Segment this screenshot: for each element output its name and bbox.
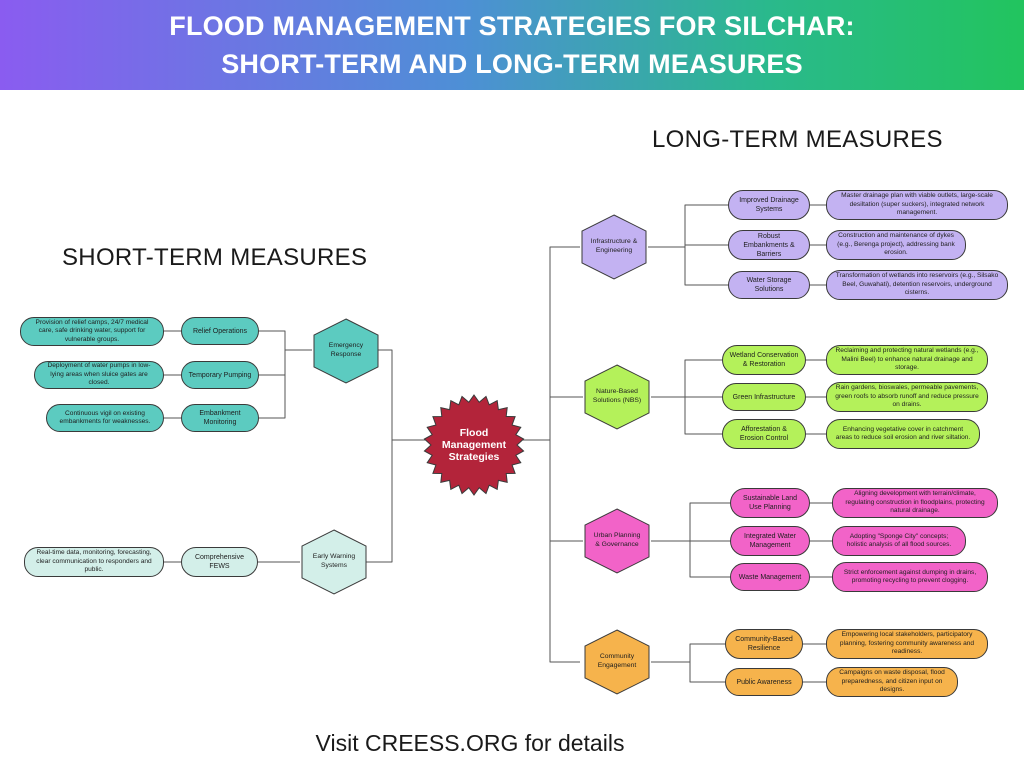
short-term-heading: SHORT-TERM MEASURES: [62, 244, 368, 271]
category-nature-based: Nature-Based Solutions (NBS): [583, 364, 651, 430]
footer-link-text: Visit CREESS.ORG for details: [315, 730, 625, 756]
desc-green-infrastructure: Rain gardens, bioswales, permeable pavem…: [826, 382, 988, 412]
title-line-2: SHORT-TERM AND LONG-TERM MEASURES: [221, 49, 803, 79]
desc-temporary-pumping: Deployment of water pumps in low-lying a…: [34, 361, 164, 389]
desc-afforestation: Enhancing vegetative cover in catchment …: [826, 419, 980, 449]
desc-integrated-water: Adopting "Sponge City" concepts; holisti…: [832, 526, 966, 556]
item-wetland-conservation: Wetland Conservation & Restoration: [722, 345, 806, 375]
item-waste-management: Waste Management: [730, 563, 810, 591]
desc-public-awareness: Campaigns on waste disposal, flood prepa…: [826, 667, 958, 697]
desc-embankment-monitoring: Continuous vigil on existing embankments…: [46, 404, 164, 432]
item-water-storage: Water Storage Solutions: [728, 271, 810, 299]
starburst-shape: [423, 394, 525, 496]
desc-comprehensive-fews: Real-time data, monitoring, forecasting,…: [24, 547, 164, 577]
item-sustainable-land-use: Sustainable Land Use Planning: [730, 488, 810, 518]
desc-wetland-conservation: Reclaiming and protecting natural wetlan…: [826, 345, 988, 375]
item-community-resilience: Community-Based Resilience: [725, 629, 803, 659]
category-label: Nature-Based Solutions (NBS): [592, 388, 642, 404]
category-infrastructure: Infrastructure & Engineering: [580, 214, 648, 280]
center-node: Flood Management Strategies: [422, 393, 526, 497]
title-banner: FLOOD MANAGEMENT STRATEGIES FOR SILCHAR:…: [0, 0, 1024, 90]
item-comprehensive-fews: Comprehensive FEWS: [181, 547, 258, 577]
desc-community-resilience: Empowering local stakeholders, participa…: [826, 629, 988, 659]
category-label: Emergency Response: [328, 342, 364, 358]
item-public-awareness: Public Awareness: [725, 668, 803, 696]
category-emergency-response: Emergency Response: [312, 318, 380, 384]
category-early-warning: Early Warning Systems: [300, 529, 368, 595]
category-label: Infrastructure & Engineering: [590, 238, 638, 254]
item-embankment-monitoring: Embankment Monitoring: [181, 404, 259, 432]
item-relief-operations: Relief Operations: [181, 317, 259, 345]
desc-improved-drainage: Master drainage plan with viable outlets…: [826, 190, 1008, 220]
desc-robust-embankments: Construction and maintenance of dykes (e…: [826, 230, 966, 260]
item-temporary-pumping: Temporary Pumping: [181, 361, 259, 389]
desc-waste-management: Strict enforcement against dumping in dr…: [832, 562, 988, 592]
desc-relief-operations: Provision of relief camps, 24/7 medical …: [20, 317, 164, 346]
item-improved-drainage: Improved Drainage Systems: [728, 190, 810, 220]
long-term-heading: LONG-TERM MEASURES: [652, 126, 943, 153]
desc-sustainable-land-use: Aligning development with terrain/climat…: [832, 488, 998, 518]
item-green-infrastructure: Green Infrastructure: [722, 383, 806, 411]
category-urban-planning: Urban Planning & Governance: [583, 508, 651, 574]
center-label: Flood Management Strategies: [441, 427, 507, 463]
category-community-engagement: Community Engagement: [583, 629, 651, 695]
item-afforestation: Afforestation & Erosion Control: [722, 419, 806, 449]
item-integrated-water: Integrated Water Management: [730, 526, 810, 556]
title-line-1: FLOOD MANAGEMENT STRATEGIES FOR SILCHAR:: [169, 11, 855, 41]
desc-water-storage: Transformation of wetlands into reservoi…: [826, 270, 1008, 300]
category-label: Community Engagement: [597, 653, 637, 669]
item-robust-embankments: Robust Embankments & Barriers: [728, 230, 810, 260]
category-label: Early Warning Systems: [312, 553, 356, 569]
category-label: Urban Planning & Governance: [593, 532, 641, 548]
